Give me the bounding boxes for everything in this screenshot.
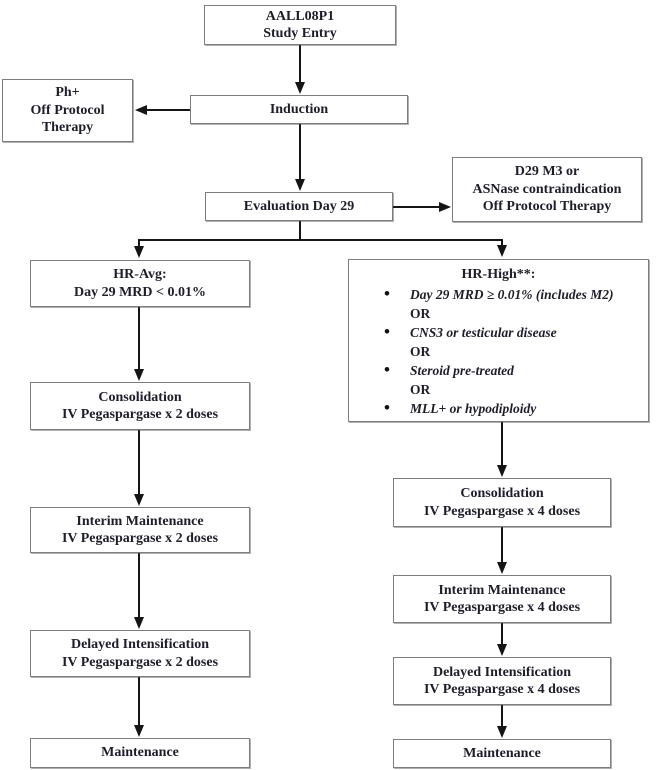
node-evaluation-day29: Evaluation Day 29 xyxy=(205,192,393,221)
hr-high-or-1: OR xyxy=(410,305,431,321)
node-right-interim-line2: IV Pegaspargase x 4 doses xyxy=(423,600,581,615)
node-right-interim-maintenance: Interim Maintenance IV Pegaspargase x 4 … xyxy=(393,575,611,623)
node-ph-line1: Ph+ xyxy=(55,85,80,101)
node-left-consolidation-line2: IV Pegaspargase x 2 doses xyxy=(61,407,219,422)
hr-high-bullet-2: CNS3 or testicular disease OR xyxy=(384,322,638,361)
hr-high-bullet-3-text: Steroid pre-treated xyxy=(410,362,514,378)
node-left-consolidation: Consolidation IV Pegaspargase x 2 doses xyxy=(30,382,250,430)
node-d29-off-protocol: D29 M3 or ASNase contraindication Off Pr… xyxy=(452,157,642,222)
node-study-entry-line2: Study Entry xyxy=(263,26,337,41)
node-study-entry: AALL08P1 Study Entry xyxy=(204,5,396,45)
node-evaluation-label: Evaluation Day 29 xyxy=(243,198,355,214)
node-right-delayed-line1: Delayed Intensification xyxy=(432,664,572,680)
node-right-delayed-line2: IV Pegaspargase x 4 doses xyxy=(423,682,581,697)
node-d29-line3: Off Protocol Therapy xyxy=(482,199,612,215)
node-induction: Induction xyxy=(190,95,408,124)
node-right-maintenance-label: Maintenance xyxy=(463,745,541,761)
hr-high-bullet-4: MLL+ or hypodiploidy xyxy=(384,398,638,418)
hr-high-bullet-1: Day 29 MRD ≥ 0.01% (includes M2) OR xyxy=(384,284,638,323)
node-left-delayed-line1: Delayed Intensification xyxy=(70,637,210,652)
node-right-consolidation-line1: Consolidation xyxy=(460,486,544,501)
node-left-maintenance-label: Maintenance xyxy=(101,745,179,761)
node-left-delayed-line2: IV Pegaspargase x 2 doses xyxy=(61,654,219,670)
node-left-delayed-intensification: Delayed Intensification IV Pegaspargase … xyxy=(30,630,250,677)
node-d29-line2: ASNase contraindication xyxy=(472,181,622,197)
node-induction-label: Induction xyxy=(269,101,329,117)
node-study-entry-line1: AALL08P1 xyxy=(265,8,335,24)
node-left-interim-line1: Interim Maintenance xyxy=(76,513,204,529)
node-ph-line3: Therapy xyxy=(41,120,94,136)
hr-high-bullet-3: Steroid pre-treated OR xyxy=(384,360,638,399)
hr-high-bullet-1-text: Day 29 MRD ≥ 0.01% (includes M2) xyxy=(410,286,614,302)
hr-high-or-2: OR xyxy=(410,343,431,359)
hr-high-or-3: OR xyxy=(410,381,431,397)
hr-high-bullet-4-text: MLL+ or hypodiploidy xyxy=(410,400,537,416)
node-right-consolidation: Consolidation IV Pegaspargase x 4 doses xyxy=(393,478,611,527)
hr-high-header: HR-High**: xyxy=(461,267,536,282)
hr-high-criteria-list: Day 29 MRD ≥ 0.01% (includes M2) OR CNS3… xyxy=(355,284,642,418)
node-right-consolidation-line2: IV Pegaspargase x 4 doses xyxy=(423,503,581,519)
node-d29-line1: D29 M3 or xyxy=(514,164,580,180)
node-ph-line2: Off Protocol xyxy=(30,102,105,118)
node-ph-off-protocol: Ph+ Off Protocol Therapy xyxy=(2,79,133,142)
node-left-maintenance: Maintenance xyxy=(30,738,250,768)
node-left-interim-line2: IV Pegaspargase x 2 doses xyxy=(61,531,219,546)
node-right-delayed-intensification: Delayed Intensification IV Pegaspargase … xyxy=(393,657,611,705)
node-left-interim-maintenance: Interim Maintenance IV Pegaspargase x 2 … xyxy=(30,507,250,553)
hr-high-bullet-2-text: CNS3 or testicular disease xyxy=(410,324,557,340)
node-hr-avg: HR-Avg: Day 29 MRD < 0.01% xyxy=(30,260,250,307)
node-right-interim-line1: Interim Maintenance xyxy=(438,582,566,598)
node-hr-avg-line2: Day 29 MRD < 0.01% xyxy=(73,284,207,300)
node-left-consolidation-line1: Consolidation xyxy=(98,389,182,405)
node-hr-avg-line1: HR-Avg: xyxy=(113,267,167,282)
node-hr-high: HR-High**: Day 29 MRD ≥ 0.01% (includes … xyxy=(348,259,649,422)
node-right-maintenance: Maintenance xyxy=(393,739,611,768)
